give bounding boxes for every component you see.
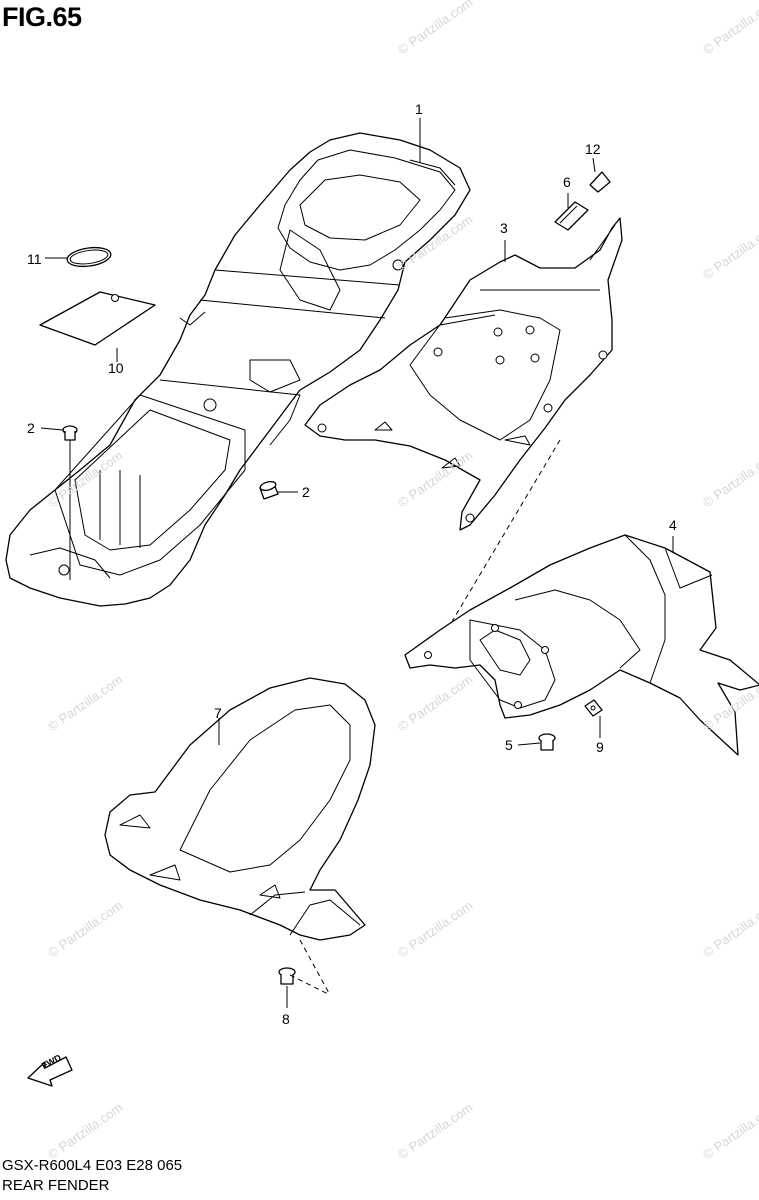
callout-9[interactable]: 9 (596, 739, 604, 755)
callout-11[interactable]: 11 (27, 251, 42, 267)
part-7-front-fender[interactable] (104, 677, 376, 941)
part-11-band[interactable] (66, 245, 112, 269)
part-2-bolt-left[interactable] (62, 425, 78, 580)
section-name: REAR FENDER (2, 1177, 110, 1194)
part-3-fender-panel[interactable] (304, 217, 623, 531)
part-6-cushion[interactable] (554, 201, 589, 231)
callout-2-left[interactable]: 2 (27, 420, 35, 436)
part-8-bolt[interactable] (278, 967, 296, 985)
callout-8[interactable]: 8 (282, 1011, 290, 1027)
callout-2-right[interactable]: 2 (302, 484, 310, 500)
callout-10[interactable]: 10 (108, 360, 124, 376)
callout-5[interactable]: 5 (505, 737, 513, 753)
callout-6[interactable]: 6 (563, 174, 571, 190)
callout-12[interactable]: 12 (585, 141, 601, 157)
part-5-bolt[interactable] (538, 733, 556, 751)
callout-4[interactable]: 4 (669, 517, 677, 533)
model-code: GSX-R600L4 E03 E28 065 (2, 1157, 183, 1174)
callout-1[interactable]: 1 (415, 101, 423, 117)
figure-title: FIG.65 (2, 2, 82, 32)
part-1-rear-fender-frame[interactable] (5, 132, 471, 607)
part-4-mudguard-extension[interactable] (404, 534, 759, 756)
part-12-cushion[interactable] (589, 171, 611, 193)
part-9-nut[interactable] (584, 699, 603, 717)
forward-arrow-icon (27, 1056, 73, 1087)
callout-3[interactable]: 3 (500, 220, 508, 236)
part-10-rubber-pad[interactable] (39, 291, 156, 346)
part-2-bolt-right[interactable] (259, 480, 279, 500)
callout-7[interactable]: 7 (214, 705, 222, 721)
